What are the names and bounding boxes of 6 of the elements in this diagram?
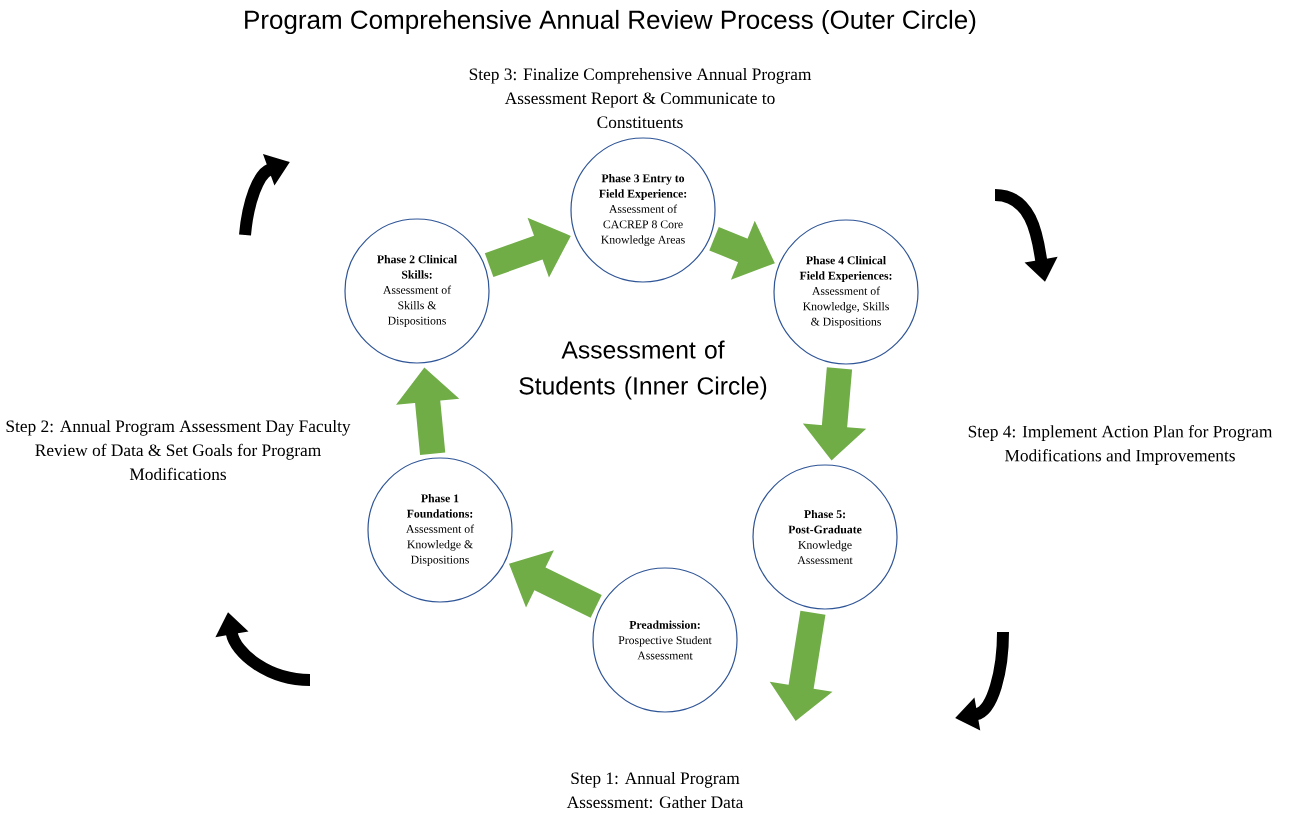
step-text: Step 4: Implement Action Plan for Program Modifications and Improvements	[968, 425, 1273, 465]
step-text: Step 1: Annual Program Assessment: Gather Data	[566, 771, 744, 809]
step-text: Step 2: Annual Program Assessment Day Faculty Review of Data & Set Goals for Program Modifications	[6, 419, 351, 481]
title: Program Comprehensive Annual Review Process (Outer Circle)	[245, 9, 976, 35]
step-text: Step 3: Finalize Comprehensive Annual Program Assessment Report & Communicate to Constituents	[469, 67, 812, 129]
center-label: Assessment of Students (Inner Circle)	[519, 340, 767, 400]
